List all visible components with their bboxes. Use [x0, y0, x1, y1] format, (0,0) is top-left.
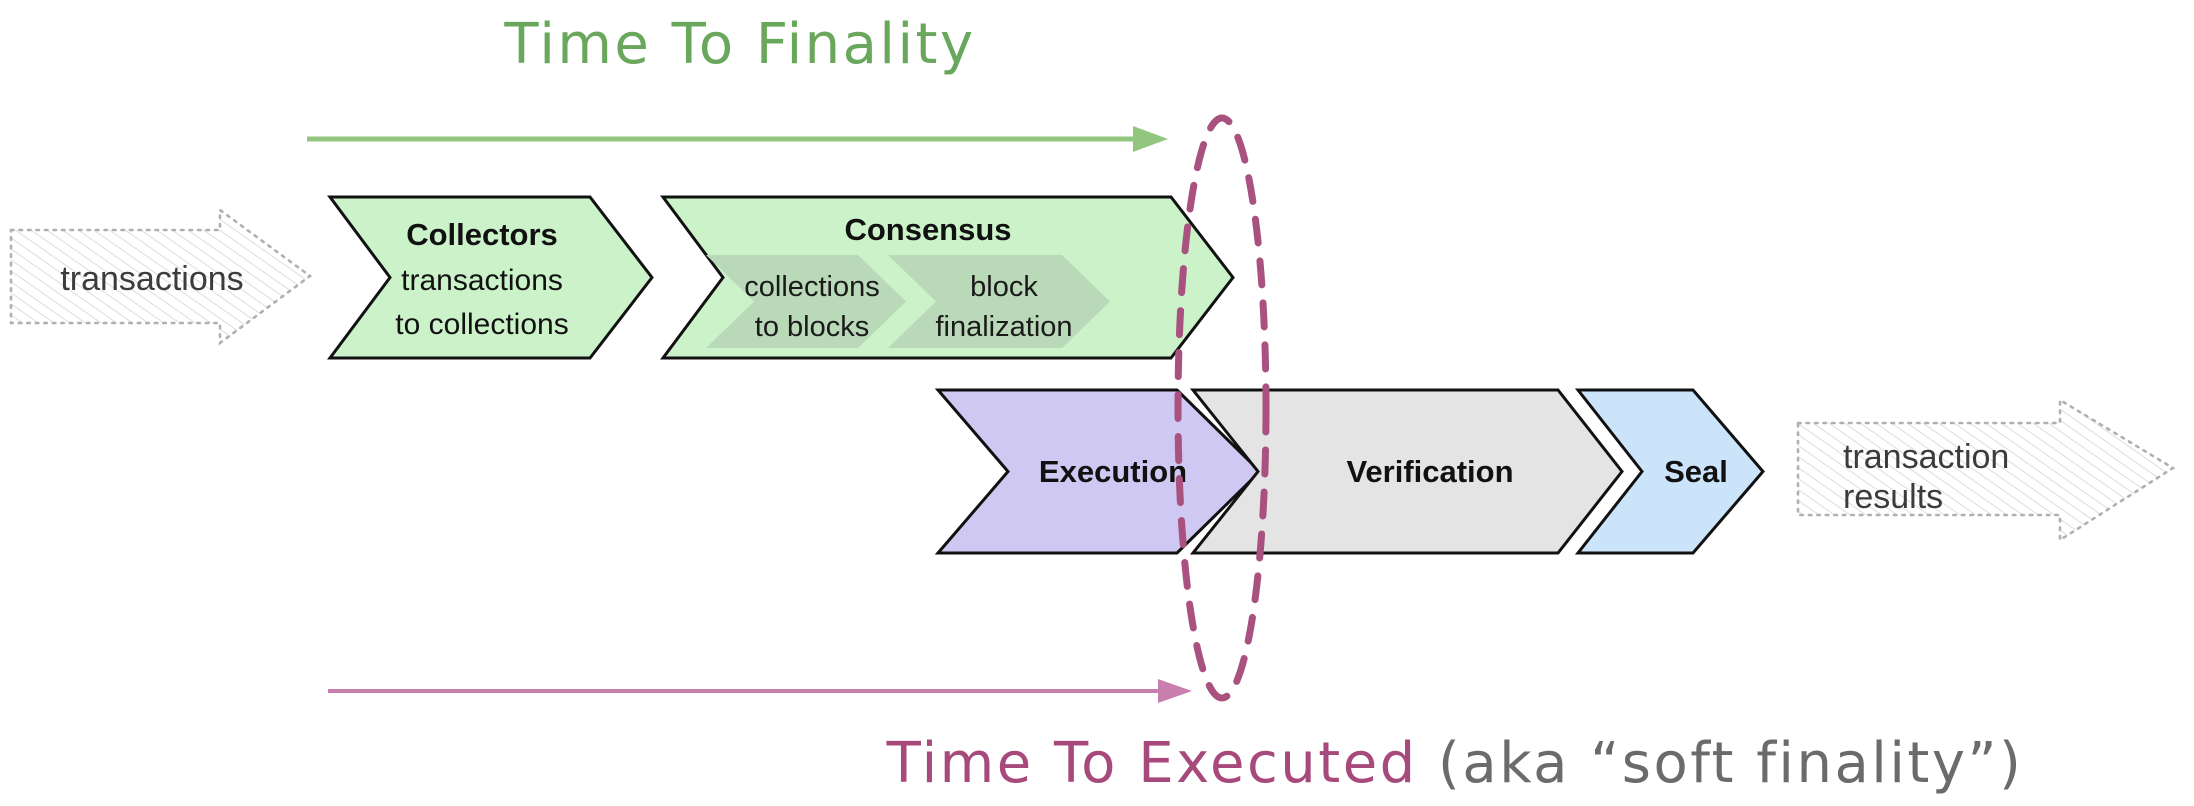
verification-title: Verification: [1346, 454, 1513, 489]
time-to-executed-label: Time To Executed: [886, 731, 1418, 796]
collectors-stage: Collectors transactions to collections: [327, 195, 654, 360]
seal-chevron: [1574, 388, 1765, 555]
collectors-line2: to collections: [395, 308, 568, 341]
subchevron1-line1: collections: [744, 271, 879, 303]
time-to-finality-title: Time To Finality: [503, 12, 975, 77]
soft-finality-suffix: (aka “soft finality”): [1438, 731, 2023, 796]
execution-title: Execution: [1039, 454, 1187, 489]
seal-stage: Seal: [1574, 388, 1765, 555]
verification-stage: Verification: [1189, 388, 1624, 555]
time-to-executed-arrow: [328, 679, 1192, 703]
collectors-line1: transactions: [401, 264, 563, 297]
execution-stage: Execution: [934, 388, 1263, 555]
soft-finality-ellipse: [1174, 114, 1270, 702]
consensus-stage: Consensus collections to blocks block fi…: [660, 195, 1235, 360]
transactions-input-label: transactions: [60, 260, 243, 298]
transaction-results-line1: transaction: [1843, 438, 2009, 476]
transactions-arrow-shape: [9, 207, 313, 346]
subchevron2-line1: block: [970, 271, 1038, 303]
subchevron1-line2: to blocks: [755, 311, 869, 343]
collectors-chevron: [327, 195, 654, 360]
verification-chevron: [1189, 388, 1624, 555]
seal-title: Seal: [1664, 454, 1728, 489]
time-to-finality-arrow: [307, 126, 1168, 152]
time-to-executed-title: Time To Executed (aka “soft finality”): [886, 731, 2024, 796]
execution-chevron: [934, 388, 1263, 555]
collectors-title: Collectors: [406, 217, 558, 252]
transaction-results-line2: results: [1843, 478, 1943, 516]
executed-arrowhead-icon: [1158, 679, 1192, 703]
transactions-input-arrow: transactions: [9, 207, 313, 346]
consensus-title: Consensus: [844, 212, 1011, 247]
transaction-results-output-arrow: transaction results: [1796, 397, 2176, 543]
block-finalization-subchevron: [888, 255, 1110, 348]
finality-arrowhead-icon: [1133, 126, 1168, 152]
subchevron2-line2: finalization: [935, 311, 1072, 343]
transaction-results-arrow-shape: [1796, 397, 2176, 543]
collections-to-blocks-subchevron: [706, 255, 906, 348]
